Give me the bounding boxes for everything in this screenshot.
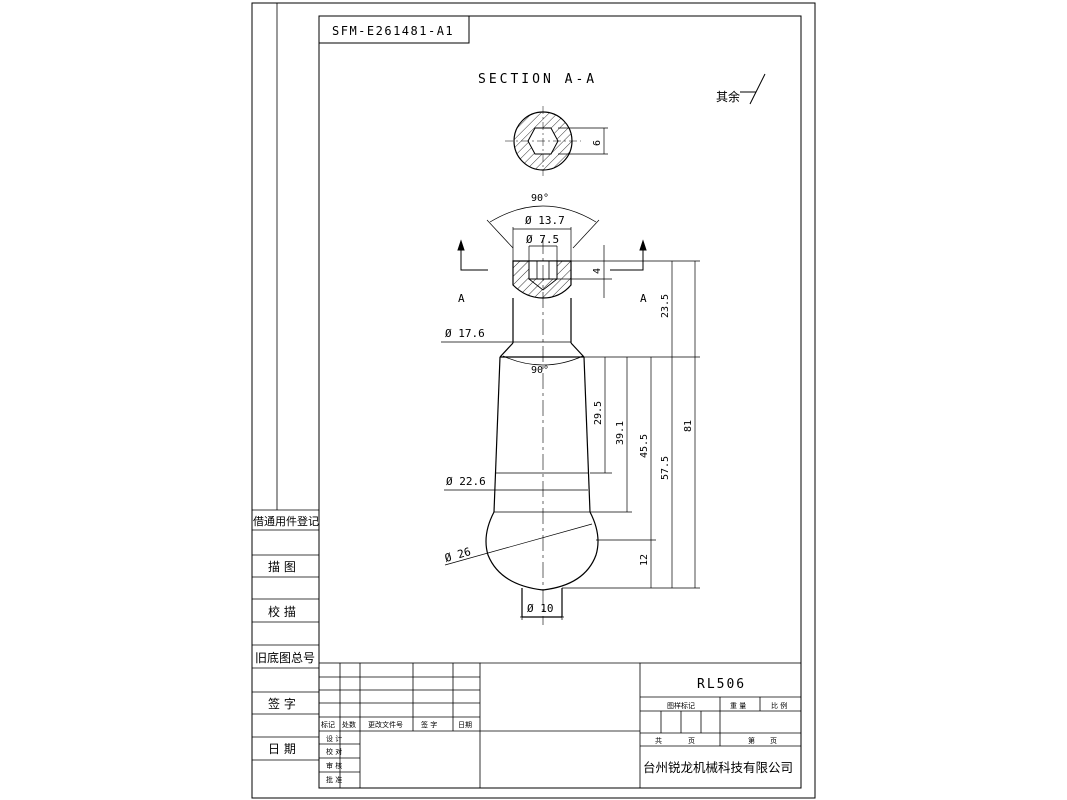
section-view — [505, 106, 608, 176]
main-part — [485, 260, 599, 618]
rev-row-design: 设 计 — [326, 734, 342, 743]
drawing-number-box — [318, 15, 470, 44]
rev-header-count: 处数 — [342, 720, 356, 729]
part-name: RL506 — [697, 677, 746, 692]
title-block-grid — [639, 662, 802, 789]
rev-header-doc: 更改文件号 — [368, 720, 403, 729]
dim-len-29-5: 29.5 — [593, 401, 604, 425]
tip-dia-dimension — [520, 616, 564, 620]
surface-finish-symbol — [740, 73, 766, 105]
hex-depth-dimension — [557, 245, 700, 298]
left-panel-r5: 签 字 — [268, 696, 296, 711]
dim-len-45-5: 45.5 — [639, 434, 650, 458]
drawing-mark-label: 图样标记 — [667, 701, 695, 710]
dim-tip-dia: Ø 10 — [527, 602, 554, 615]
page-label: 页 — [688, 737, 695, 745]
dim-section-width: 6 — [592, 140, 603, 146]
vertical-dimensions — [562, 261, 700, 589]
left-panel-r2: 描 图 — [268, 560, 296, 574]
dim-shaft-dia: Ø 17.6 — [445, 327, 485, 340]
rev-row-approve: 批 准 — [326, 775, 342, 784]
left-panel-r1: 借通用件登记 — [253, 514, 319, 528]
dim-len-81: 81 — [683, 420, 694, 432]
rev-row-review: 审 核 — [326, 761, 342, 770]
rev-row-check: 校 对 — [326, 747, 342, 756]
sheet-label: 第 — [748, 736, 755, 745]
dim-hex-dia: Ø 7.5 — [526, 233, 559, 246]
section-marker-right: A — [640, 292, 647, 305]
rev-header-sign: 签 字 — [421, 720, 437, 729]
head-dimension-lines — [486, 205, 600, 261]
ball-dia-line — [444, 523, 593, 566]
dim-taper-dia: Ø 22.6 — [446, 475, 486, 488]
section-title: SECTION A-A — [478, 72, 597, 87]
section-cut-markers — [457, 239, 647, 271]
surface-finish-note: 其余 — [716, 89, 740, 104]
dim-head-outer-dia: Ø 13.7 — [525, 214, 565, 227]
dim-ball-dia: Ø 26 — [443, 545, 472, 565]
left-panel-r3: 校 描 — [268, 604, 296, 619]
dim-len-57-5: 57.5 — [660, 456, 671, 480]
neck-angle-arc — [502, 355, 584, 366]
weight-label: 重 量 — [730, 702, 746, 710]
left-panel-r6: 日 期 — [268, 742, 296, 756]
total-label: 共 — [655, 736, 662, 745]
left-panel-r4: 旧底图总号 — [255, 650, 315, 665]
rev-header-date: 日期 — [458, 721, 472, 729]
left-panel-grid — [252, 3, 319, 761]
dim-hex-depth: 4 — [592, 268, 603, 274]
outer-frame — [251, 2, 816, 799]
scale-label: 比 例 — [771, 701, 787, 710]
drawing-number: SFM-E261481-A1 — [332, 24, 454, 38]
dim-len-39-1: 39.1 — [615, 421, 626, 445]
dim-len-23-5: 23.5 — [660, 294, 671, 318]
section-marker-left: A — [458, 292, 465, 305]
inner-frame — [318, 15, 802, 789]
dim-head-angle: 90° — [531, 193, 549, 204]
sheet-page-label: 页 — [770, 737, 777, 745]
rev-header-mark: 标记 — [321, 720, 335, 729]
dim-neck-angle: 90° — [531, 365, 549, 376]
company-name: 台州锐龙机械科技有限公司 — [643, 760, 793, 775]
dim-len-12: 12 — [639, 554, 650, 566]
revision-block-grid — [318, 662, 640, 789]
